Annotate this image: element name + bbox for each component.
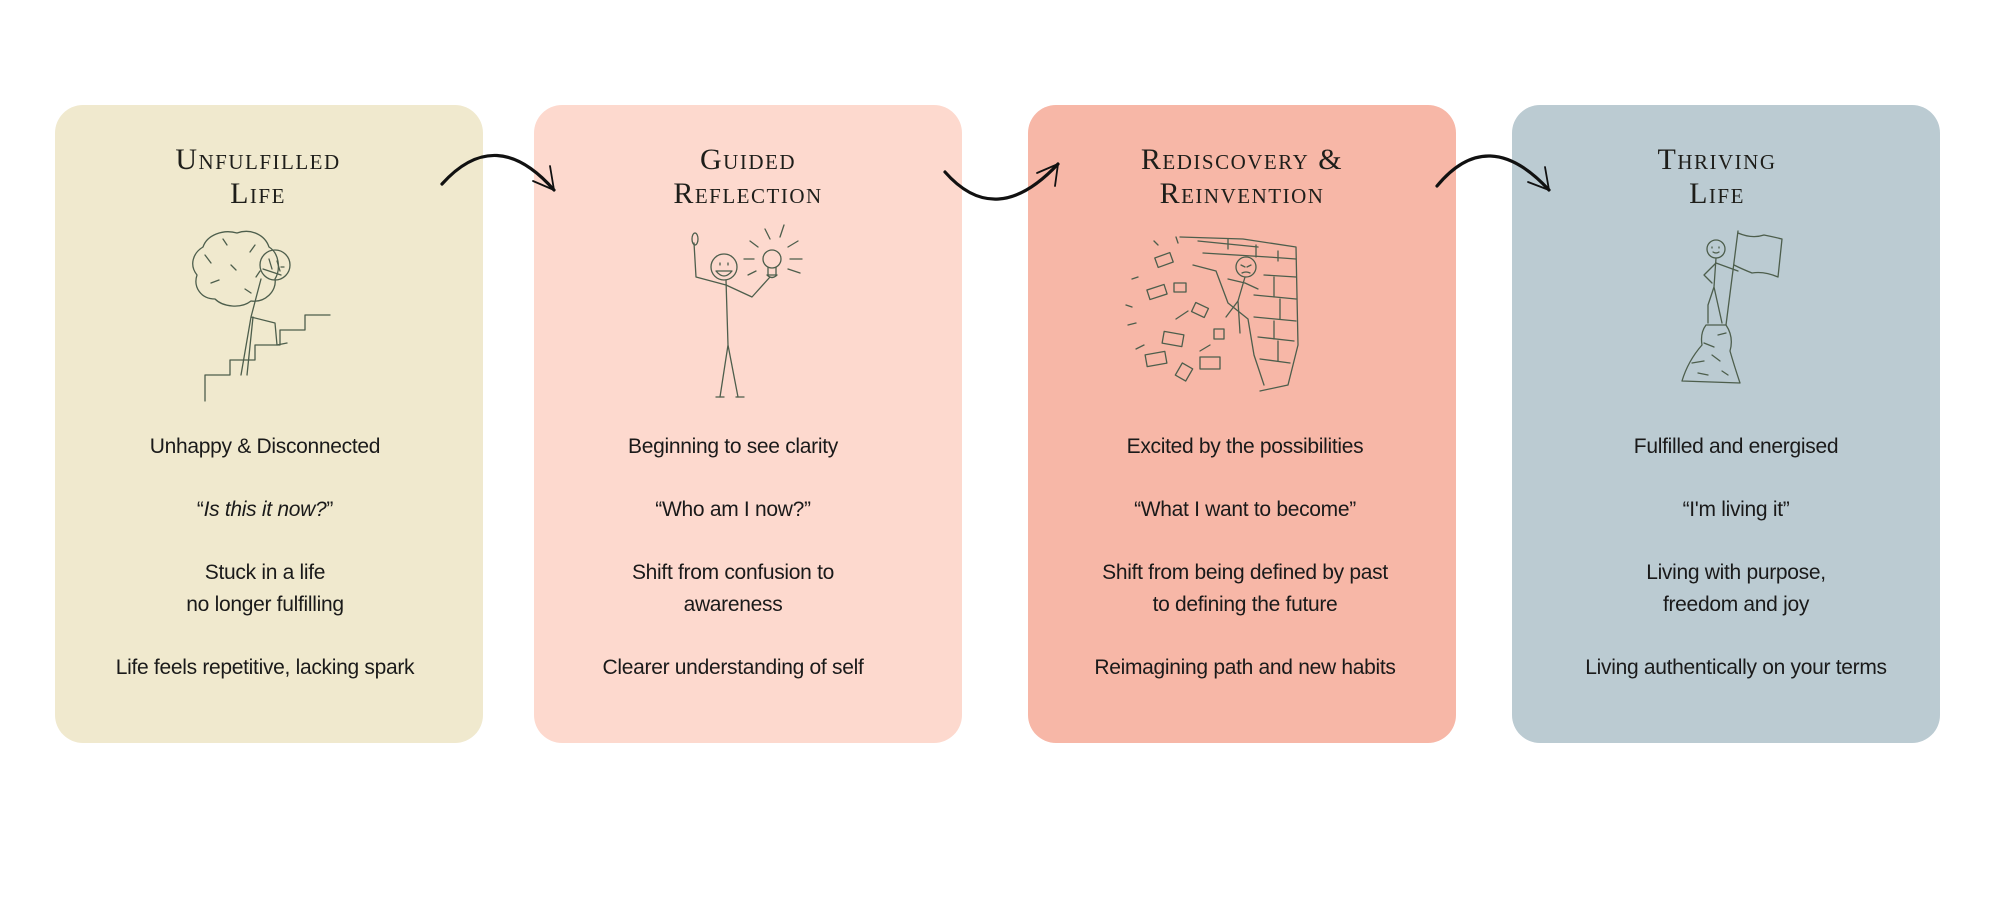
person-carrying-boulder-up-stairs-icon [55, 225, 483, 402]
stage-card-guided-reflection: Guided Reflection Beginning to see clari… [534, 105, 962, 743]
stage-shift-line: awareness [683, 593, 783, 616]
person-holding-lightbulb-icon [534, 224, 962, 398]
stage-shift: Shift from confusion to awareness [504, 557, 962, 621]
stage-title-line: Thriving [1657, 143, 1777, 176]
quote-close: ” [326, 498, 334, 521]
stage-outcome: Clearer understanding of self [602, 656, 864, 679]
stage-title-line: Life [1689, 177, 1745, 210]
stage-feeling: Excited by the possibilities [1126, 435, 1364, 458]
quote-open: “ [196, 498, 204, 521]
quote-close: ” [1349, 498, 1356, 521]
stage-description: Beginning to see clarity “Who am I now?”… [504, 431, 962, 715]
stage-feeling: Beginning to see clarity [628, 435, 838, 458]
stage-card-thriving-life: Thriving Life Fulfilled and energised “I… [1512, 105, 1940, 743]
stage-shift-line: Shift from confusion to [631, 561, 835, 584]
stage-title-line: Reflection [673, 177, 823, 210]
stage-title: Guided Reflection [534, 143, 962, 211]
stage-question: “Is this it now?” [47, 494, 483, 526]
stage-title: Thriving Life [1494, 143, 1940, 211]
stage-outcome: Living authentically on your terms [1585, 656, 1887, 679]
question-text: Is this it now? [203, 498, 327, 521]
stage-title: Unfulfilled Life [33, 143, 483, 211]
stage-title-line: Reinvention [1159, 177, 1325, 210]
stage-outcome: Life feels repetitive, lacking spark [115, 656, 415, 679]
quote-open: “ [655, 498, 662, 521]
stage-shift-line: to defining the future [1152, 593, 1338, 616]
stage-question: “I'm living it” [1532, 494, 1940, 526]
stage-description: Unhappy & Disconnected “Is this it now?”… [47, 431, 483, 715]
question-text: I'm living it [1689, 498, 1783, 521]
quote-open: “ [1134, 498, 1141, 521]
stage-title-line: Life [230, 177, 286, 210]
quote-close: ” [804, 498, 811, 521]
stage-card-rediscovery-reinvention: Rediscovery & Reinvention [1028, 105, 1456, 743]
stage-shift-line: Shift from being defined by past [1102, 561, 1388, 584]
stage-shift: Living with purpose, freedom and joy [1532, 557, 1940, 621]
question-text: What I want to become [1140, 498, 1350, 521]
stage-title-line: Rediscovery & [1140, 143, 1344, 176]
stage-shift-line: Living with purpose, [1646, 561, 1826, 584]
person-breaking-through-wall-icon [1028, 225, 1456, 395]
person-with-flag-on-summit-icon [1512, 225, 1940, 395]
stage-question: “What I want to become” [1034, 494, 1456, 526]
stage-outcome: Reimagining path and new habits [1094, 656, 1396, 679]
stage-shift-line: Stuck in a life [204, 561, 326, 584]
stage-shift-line: freedom and joy [1662, 593, 1810, 616]
question-text: Who am I now? [662, 498, 804, 521]
stage-shift-line: no longer fulfilling [186, 593, 344, 616]
stage-description: Excited by the possibilities “What I wan… [1034, 431, 1456, 715]
stage-shift: Stuck in a life no longer fulfilling [47, 557, 483, 621]
stage-feeling: Fulfilled and energised [1633, 435, 1839, 458]
stage-title-line: Unfulfilled [175, 143, 341, 176]
stage-card-unfulfilled-life: Unfulfilled Life Unhappy & Disconnected … [55, 105, 483, 743]
stage-title: Rediscovery & Reinvention [1028, 143, 1456, 211]
stage-question: “Who am I now?” [504, 494, 962, 526]
quote-open: “ [1682, 498, 1690, 521]
quote-close: ” [1782, 498, 1790, 521]
stage-description: Fulfilled and energised “I'm living it” … [1532, 431, 1940, 715]
stage-feeling: Unhappy & Disconnected [149, 435, 381, 458]
stage-shift: Shift from being defined by past to defi… [1034, 557, 1456, 621]
stage-title-line: Guided [700, 143, 796, 176]
